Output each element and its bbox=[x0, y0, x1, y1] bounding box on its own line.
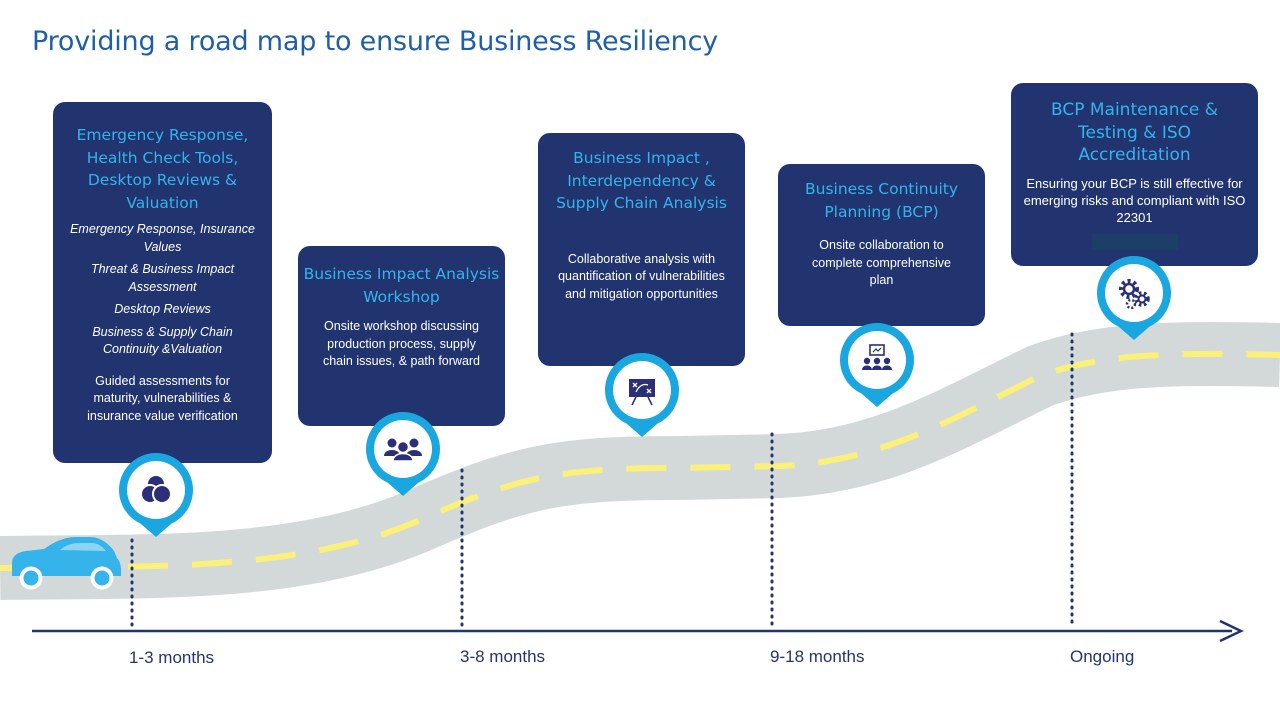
stage-card-1: Emergency Response, Health Check Tools, … bbox=[53, 102, 272, 463]
pin-stage-2 bbox=[366, 412, 440, 496]
timeline-label-3: 9-18 months bbox=[770, 647, 865, 666]
stage-3-heading: Business Impact , Interdependency & Supp… bbox=[556, 149, 727, 212]
car-icon bbox=[12, 537, 121, 590]
stage-1-body: Guided assessments for maturity, vulnera… bbox=[87, 373, 238, 423]
gears-icon bbox=[1119, 279, 1150, 310]
stage-1-item-3: Desktop Reviews bbox=[114, 302, 211, 316]
stage-1-heading: Emergency Response, Health Check Tools, … bbox=[76, 126, 249, 212]
timeline-arrowhead bbox=[1219, 619, 1244, 643]
venn-circles-icon bbox=[140, 474, 172, 504]
pin-stage-4 bbox=[840, 323, 914, 407]
strategy-board-icon bbox=[629, 379, 655, 406]
stage-1-item-4: Business & Supply Chain Continuity &Valu… bbox=[92, 324, 233, 357]
pin-stage-1 bbox=[119, 453, 193, 537]
stage-card-3: Business Impact , Interdependency & Supp… bbox=[538, 133, 745, 366]
team-group-icon bbox=[384, 438, 422, 462]
timeline-label-4: Ongoing bbox=[1070, 647, 1135, 666]
timeline-label-2: 3-8 months bbox=[460, 647, 546, 666]
stage-card-2: Business Impact Analysis Workshop Onsite… bbox=[298, 246, 505, 426]
stage-5-accent-bar bbox=[1091, 233, 1178, 250]
road-center-dashes bbox=[0, 350, 1280, 571]
stage-1-item-1: Emergency Response, Insurance Values bbox=[70, 222, 255, 254]
stage-5-body: Ensuring your BCP is still effective for… bbox=[1023, 175, 1246, 225]
stage-card-4: Business Continuity Planning (BCP) Onsit… bbox=[778, 164, 985, 326]
timeline-label-1: 1-3 months bbox=[129, 648, 215, 667]
page-title: Providing a road map to ensure Business … bbox=[32, 26, 718, 57]
pin-stage-5 bbox=[1097, 256, 1171, 340]
stage-4-body: Onsite collaboration to complete compreh… bbox=[812, 238, 951, 287]
stage-1-item-2: Threat & Business Impact Assessment bbox=[90, 262, 235, 294]
stage-card-5: BCP Maintenance & Testing & ISO Accredit… bbox=[1011, 83, 1258, 266]
pin-stage-3 bbox=[605, 353, 679, 437]
stage-2-heading: Business Impact Analysis Workshop bbox=[303, 265, 500, 306]
stage-5-heading: BCP Maintenance & Testing & ISO Accredit… bbox=[1050, 100, 1219, 165]
presentation-audience-icon bbox=[862, 344, 892, 370]
stage-2-body: Onsite workshop discussing production pr… bbox=[322, 319, 481, 368]
stage-4-heading: Business Continuity Planning (BCP) bbox=[805, 180, 958, 221]
stage-3-body: Collaborative analysis with quantificati… bbox=[558, 251, 725, 301]
